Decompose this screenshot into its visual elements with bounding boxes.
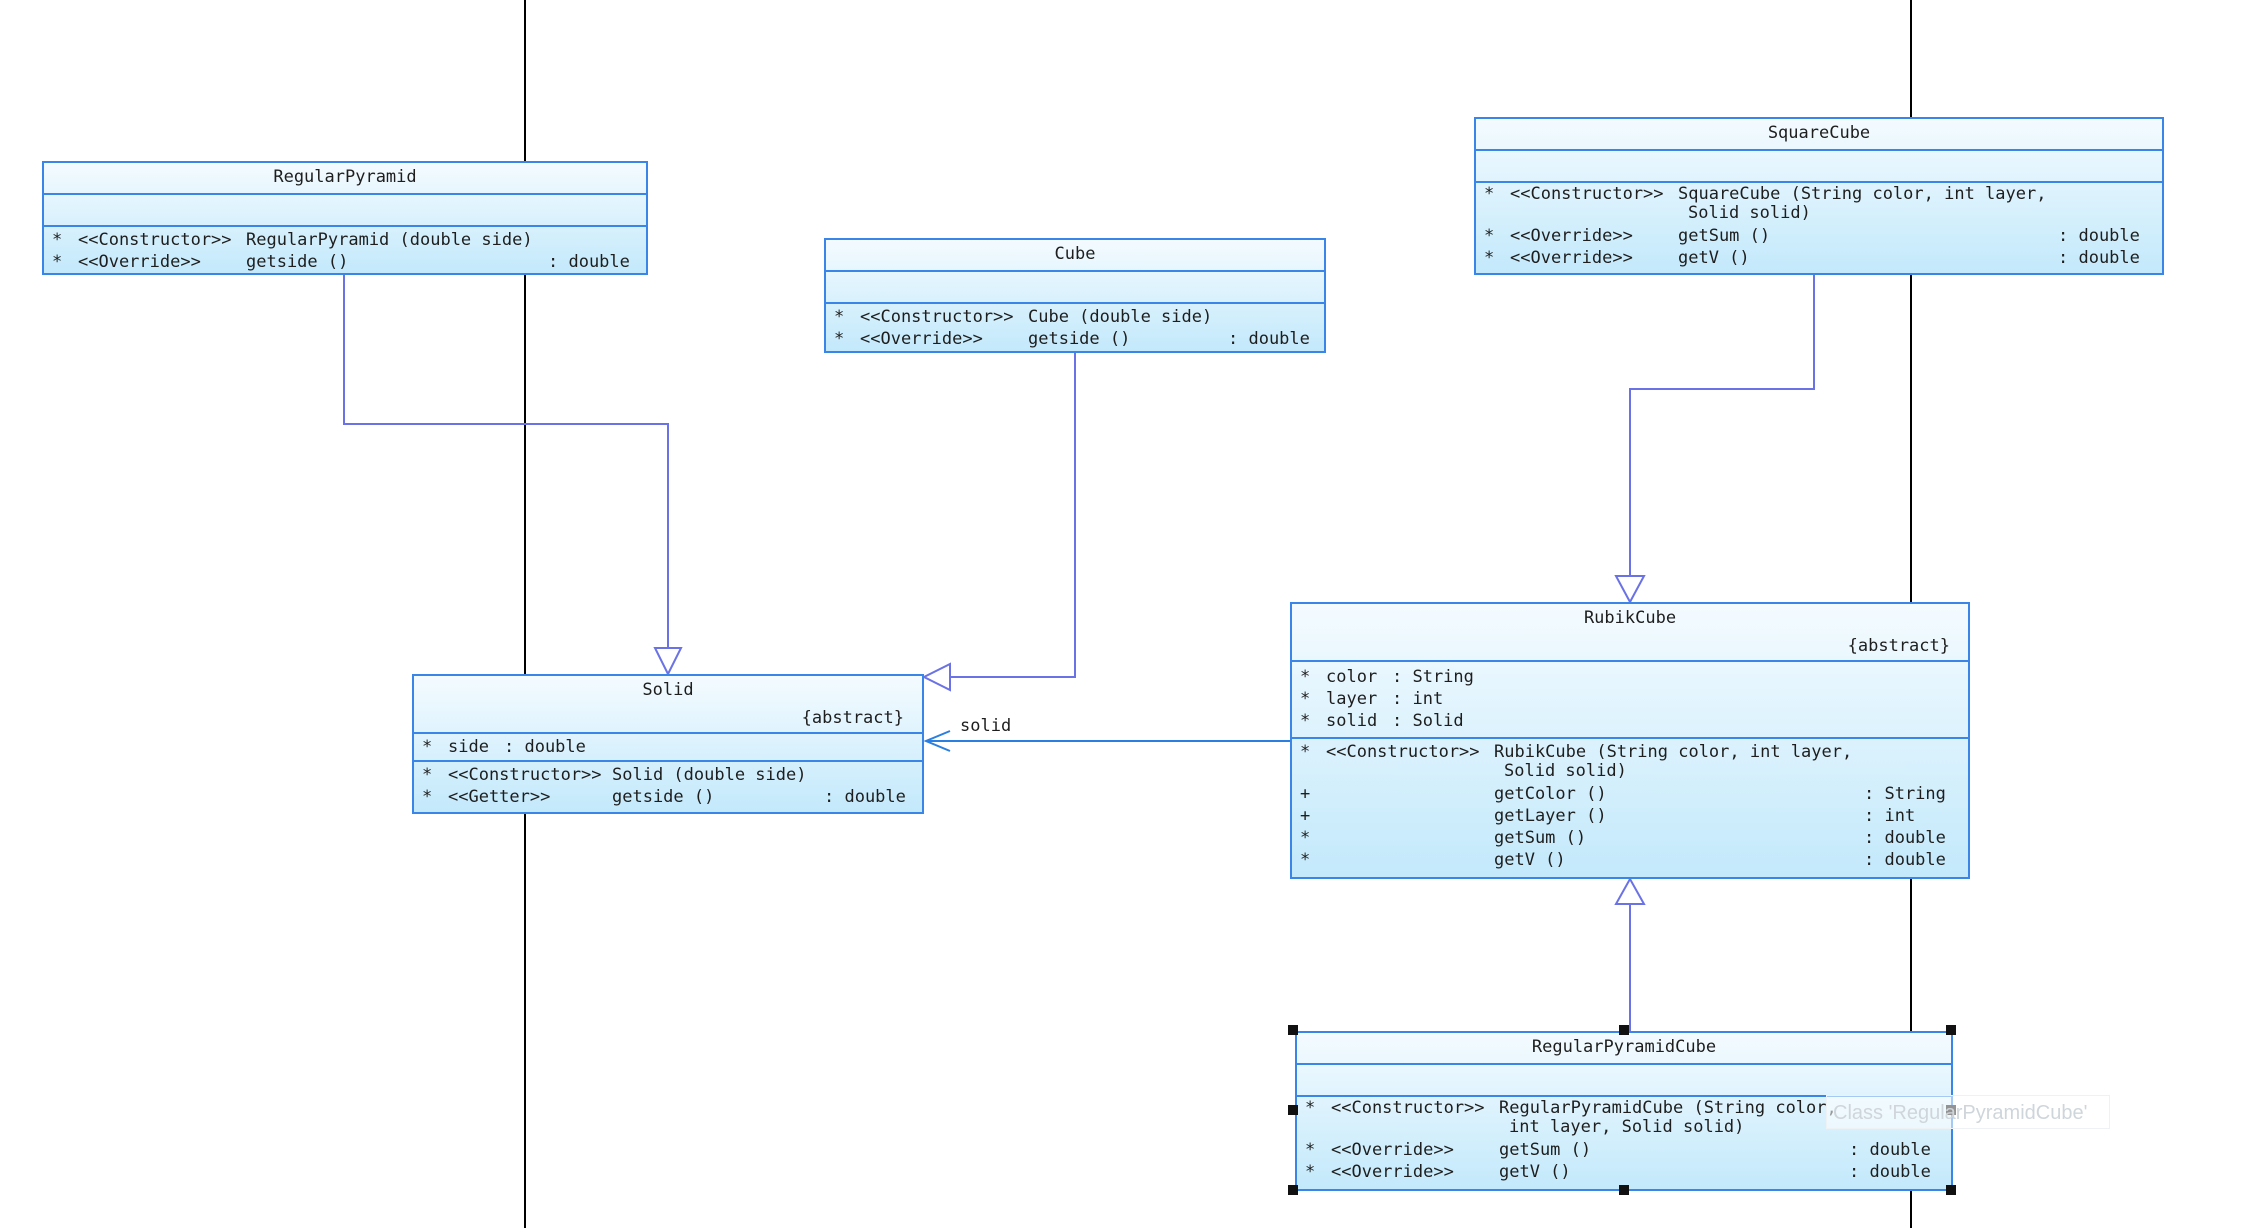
- class-solid[interactable]: Solid {abstract} * side : double * <<Con…: [412, 674, 924, 814]
- lifeline-left: [524, 0, 526, 1228]
- attribute-compartment: * color : String * layer : int * solid :…: [1292, 662, 1968, 739]
- generalization-arrowhead-rubikcube-bottom: [1614, 876, 1646, 905]
- operation-row[interactable]: * <<Constructor>> Cube (double side): [834, 307, 1213, 327]
- class-regularpyramidcube[interactable]: RegularPyramidCube * <<Constructor>> Reg…: [1295, 1031, 1953, 1191]
- generalization-arrowhead-solid-right: [921, 662, 951, 692]
- operation-row[interactable]: * <<Override>> getside () : double: [52, 252, 630, 272]
- operation-compartment: * <<Constructor>> SquareCube (String col…: [1476, 183, 2162, 269]
- resize-handle-middle-left[interactable]: [1288, 1105, 1298, 1115]
- attribute-row[interactable]: * layer : int: [1300, 689, 1444, 709]
- generalization-regularpyramid-solid[interactable]: [343, 275, 669, 648]
- operation-row[interactable]: * <<Constructor>> RegularPyramidCube (St…: [1305, 1098, 1837, 1137]
- association-label: solid: [960, 716, 1012, 736]
- class-cube[interactable]: Cube * <<Constructor>> Cube (double side…: [824, 238, 1326, 353]
- operation-row[interactable]: * <<Override>> getSum () : double: [1484, 226, 2140, 246]
- generalization-squarecube-rubikcube[interactable]: [1629, 275, 1815, 576]
- class-header: Solid {abstract}: [414, 676, 922, 734]
- operation-row[interactable]: * <<Override>> getV () : double: [1305, 1162, 1931, 1182]
- class-squarecube[interactable]: SquareCube * <<Constructor>> SquareCube …: [1474, 117, 2164, 275]
- resize-handle-bottom-right[interactable]: [1946, 1185, 1956, 1195]
- operation-row[interactable]: * <<Constructor>> RubikCube (String colo…: [1300, 742, 1853, 781]
- class-header: SquareCube: [1476, 119, 2162, 151]
- abstract-modifier: {abstract}: [801, 708, 904, 728]
- class-name: RegularPyramid: [273, 167, 417, 187]
- class-regularpyramid[interactable]: RegularPyramid * <<Constructor>> Regular…: [42, 161, 648, 275]
- resize-handle-top-center[interactable]: [1619, 1025, 1629, 1035]
- operation-compartment: * <<Constructor>> Cube (double side) * <…: [826, 304, 1324, 350]
- generalization-arrowhead-solid-top: [653, 647, 683, 677]
- tooltip: Class 'RegularPyramidCube': [1826, 1095, 2110, 1129]
- operation-row[interactable]: * <<Constructor>> SquareCube (String col…: [1484, 184, 2047, 223]
- class-rubikcube[interactable]: RubikCube {abstract} * color : String * …: [1290, 602, 1970, 879]
- attribute-compartment: [1476, 151, 2162, 183]
- resize-handle-bottom-center[interactable]: [1619, 1185, 1629, 1195]
- operation-row[interactable]: * getV () : double: [1300, 850, 1946, 870]
- class-name: RubikCube: [1583, 608, 1677, 628]
- abstract-modifier: {abstract}: [1847, 636, 1950, 656]
- operation-row[interactable]: * <<Override>> getV () : double: [1484, 248, 2140, 268]
- operation-compartment: * <<Constructor>> Solid (double side) * …: [414, 762, 922, 808]
- attribute-row[interactable]: * side : double: [422, 737, 586, 757]
- operation-compartment: * <<Constructor>> RegularPyramidCube (St…: [1297, 1097, 1951, 1183]
- operation-row[interactable]: + getColor () : String: [1300, 784, 1946, 804]
- operation-row[interactable]: * <<Override>> getside () : double: [834, 329, 1310, 349]
- attribute-compartment: [44, 195, 646, 227]
- attribute-compartment: [1297, 1065, 1951, 1097]
- generalization-cube-solid[interactable]: [950, 353, 1076, 678]
- resize-handle-top-right[interactable]: [1946, 1025, 1956, 1035]
- resize-handle-bottom-left[interactable]: [1288, 1185, 1298, 1195]
- class-name: Cube: [1054, 244, 1096, 264]
- attribute-compartment: * side : double: [414, 734, 922, 762]
- operation-row[interactable]: * getSum () : double: [1300, 828, 1946, 848]
- class-name: SquareCube: [1767, 123, 1871, 143]
- operation-compartment: * <<Constructor>> RegularPyramid (double…: [44, 227, 646, 273]
- class-header: RegularPyramid: [44, 163, 646, 195]
- operation-row[interactable]: * <<Getter>> getside () : double: [422, 787, 906, 807]
- operation-row[interactable]: * <<Constructor>> RegularPyramid (double…: [52, 230, 533, 250]
- operation-row[interactable]: * <<Override>> getSum () : double: [1305, 1140, 1931, 1160]
- operation-row[interactable]: + getLayer () : int: [1300, 806, 1916, 826]
- generalization-arrowhead-rubikcube-top: [1614, 575, 1646, 605]
- attribute-row[interactable]: * solid : Solid: [1300, 711, 1464, 731]
- operation-row[interactable]: * <<Constructor>> Solid (double side): [422, 765, 807, 785]
- generalization-regularpyramidcube-rubikcube[interactable]: [1625, 904, 1631, 1032]
- attribute-row[interactable]: * color : String: [1300, 667, 1474, 687]
- class-name: Solid: [642, 680, 694, 700]
- resize-handle-top-left[interactable]: [1288, 1025, 1298, 1035]
- class-header: RegularPyramidCube: [1297, 1033, 1951, 1065]
- attribute-compartment: [826, 272, 1324, 304]
- class-header: RubikCube {abstract}: [1292, 604, 1968, 662]
- operation-compartment: * <<Constructor>> RubikCube (String colo…: [1292, 739, 1968, 871]
- class-header: Cube: [826, 240, 1324, 272]
- class-name: RegularPyramidCube: [1531, 1037, 1717, 1057]
